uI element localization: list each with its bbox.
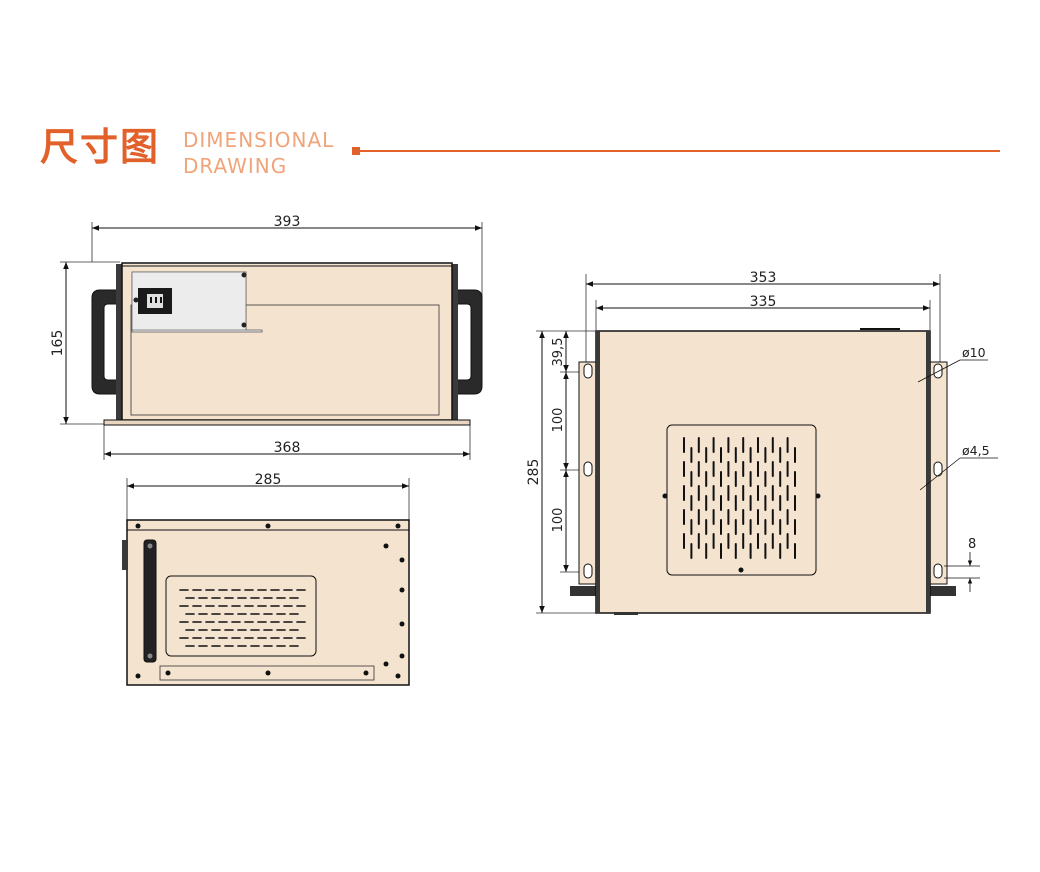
front-base <box>103 419 471 426</box>
subtitle-line-1: DIMENSIONAL <box>183 128 335 152</box>
rear-vent <box>165 575 317 657</box>
left-foot <box>570 586 596 596</box>
side-view: 353 335 285 39,5 100 100 <box>526 270 998 615</box>
dim-label-368: 368 <box>274 440 301 456</box>
callout-hole-large: ø10 <box>962 345 986 360</box>
section-title: 尺寸图 <box>40 125 161 169</box>
dim-label-335: 335 <box>750 294 777 310</box>
side-vent <box>666 424 817 576</box>
right-handle <box>454 289 483 395</box>
dim-label-165: 165 <box>50 330 66 357</box>
left-ear <box>116 264 122 420</box>
right-ear <box>452 264 458 420</box>
dim-label-285-side: 285 <box>526 459 542 486</box>
left-handle <box>91 289 121 395</box>
dim-label-285-rear: 285 <box>255 472 282 488</box>
front-view: 393 165 368 <box>50 214 483 460</box>
callout-hole-small: ø4,5 <box>962 443 990 458</box>
leader-phi10 <box>917 359 961 383</box>
dim-label-100-a: 100 <box>551 408 566 433</box>
dim-label-353: 353 <box>750 270 777 286</box>
section-subtitle: DIMENSIONAL DRAWING <box>183 127 334 179</box>
dim-label-39-5: 39,5 <box>551 338 566 367</box>
callout-slot: 8 <box>968 537 976 552</box>
subtitle-line-2: DRAWING <box>183 154 288 178</box>
rear-view: 285 <box>122 472 410 686</box>
right-foot <box>930 586 956 596</box>
header-rule <box>352 150 1000 152</box>
rear-rail <box>143 539 157 663</box>
dim-label-100-b: 100 <box>551 508 566 533</box>
leader-phi4-5 <box>919 457 961 491</box>
dim-label-393: 393 <box>274 214 301 230</box>
